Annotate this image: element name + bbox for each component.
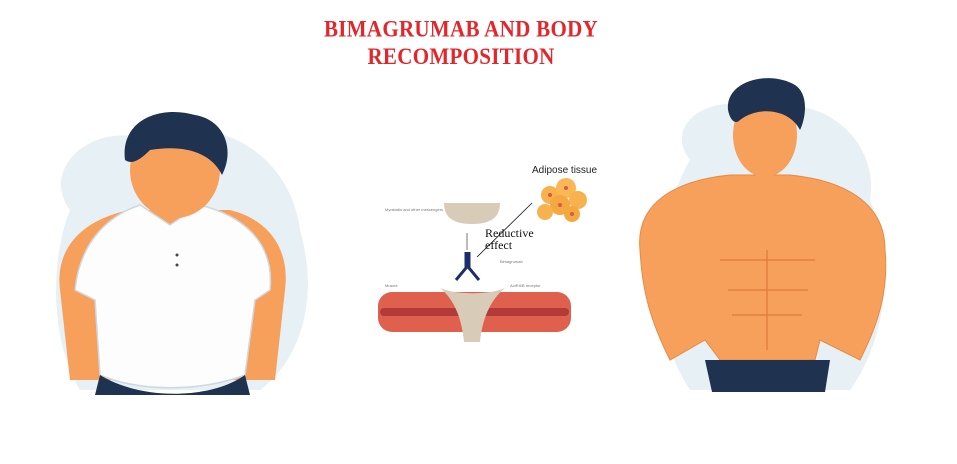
bimagrumab-label: Bimagrumab [500,259,523,264]
myostatin-shape [444,203,500,224]
adipose-tissue-label: Adipose tissue [532,165,597,176]
muscular-man-figure [639,78,887,392]
receptor-shape [440,288,505,342]
reductive-effect-label-2: effect [485,238,513,252]
antibody-icon [454,252,481,281]
receptor-label: ActRII/B receptor [510,283,541,288]
reductive-effect-label: Reductive [485,226,534,240]
mechanism-diagram: Myostatin and other messengers Bimagruma… [378,165,597,342]
overweight-man-figure [56,112,308,395]
muscle-label: Muscle [385,283,398,288]
page-title: BIMAGRUMAB AND BODY RECOMPOSITION [323,15,599,70]
myostatin-label: Myostatin and other messengers [385,207,443,212]
adipose-tissue-cells [537,178,587,222]
